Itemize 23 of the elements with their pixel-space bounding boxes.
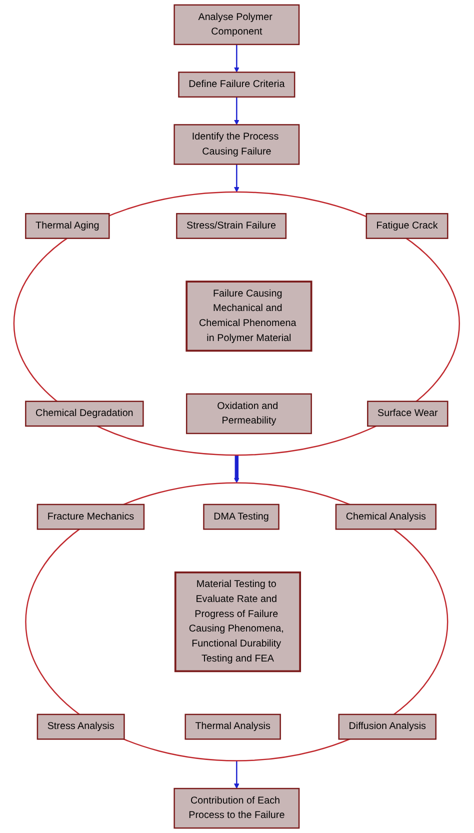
node-box: Diffusion Analysis	[338, 714, 437, 740]
node-box: Chemical Degradation	[25, 400, 144, 427]
node-box: Chemical Analysis	[336, 504, 437, 530]
node-box: Material Testing to Evaluate Rate and Progress of Failure Causing Phenomena, Functional Durability Testing and FEA	[174, 571, 302, 672]
arrow	[234, 44, 240, 72]
node-box: Surface Wear	[367, 400, 449, 427]
node-box: Stress Analysis	[37, 714, 126, 740]
arrow	[234, 164, 240, 192]
node-box: Thermal Analysis	[185, 714, 282, 740]
node-box: Contribution of Each Process to the Failure	[174, 788, 300, 829]
node-box: Oxidation and Permeability	[186, 393, 312, 434]
arrow	[234, 455, 240, 484]
node-box: Failure Causing Mechanical and Chemical Phenomena in Polymer Material	[186, 280, 313, 352]
arrow	[234, 760, 240, 789]
node-box: Fracture Mechanics	[37, 504, 145, 530]
arrow	[234, 96, 240, 125]
node-box: Thermal Aging	[25, 213, 110, 239]
node-box: Fatigue Crack	[366, 213, 449, 239]
node-box: DMA Testing	[203, 504, 280, 530]
node-box: Analyse Polymer Component	[174, 4, 300, 46]
node-box: Identify the Process Causing Failure	[174, 124, 300, 165]
node-box: Stress/Strain Failure	[176, 213, 287, 239]
node-box: Define Failure Criteria	[178, 72, 296, 98]
